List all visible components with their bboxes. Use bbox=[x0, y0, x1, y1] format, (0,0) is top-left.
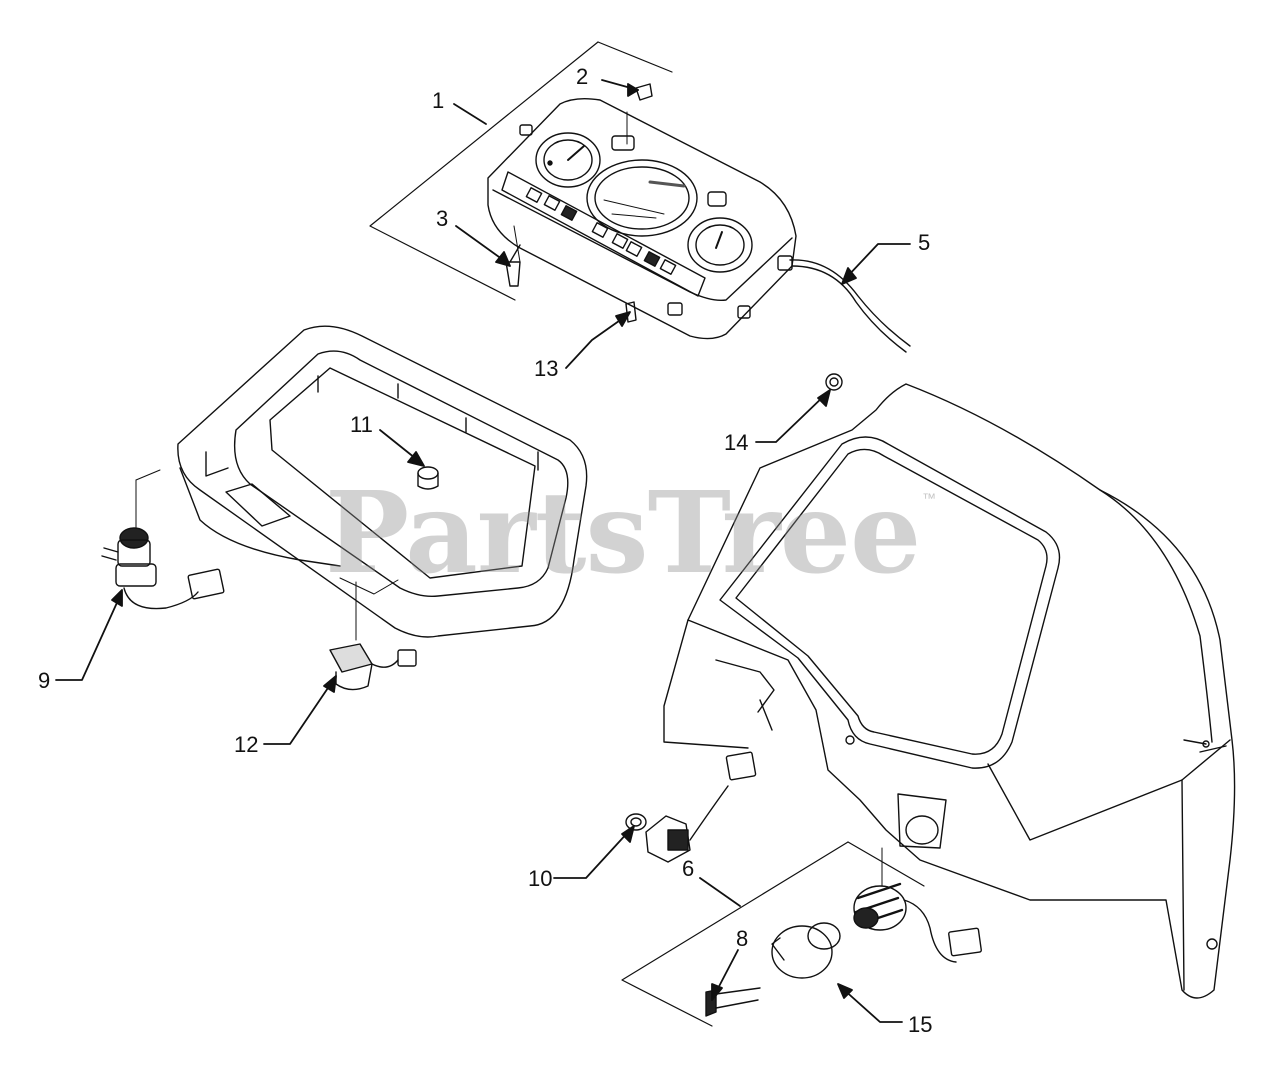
callout-14: 14 bbox=[724, 430, 749, 455]
callout-1: 1 bbox=[432, 88, 445, 113]
dash-panel-bezel bbox=[101, 325, 588, 691]
callout-6: 6 bbox=[682, 856, 695, 881]
callout-8: 8 bbox=[736, 926, 749, 951]
ignition-switch-kit bbox=[621, 841, 982, 1027]
callout-3: 3 bbox=[436, 206, 449, 231]
light-switch bbox=[625, 751, 757, 863]
callout-13: 13 bbox=[534, 356, 559, 381]
callout-12: 12 bbox=[234, 732, 259, 757]
callout-15: 15 bbox=[908, 1012, 933, 1037]
callout-leaders bbox=[55, 79, 911, 1023]
instrument-cluster bbox=[369, 41, 911, 353]
callout-9: 9 bbox=[38, 668, 51, 693]
callout-2: 2 bbox=[576, 64, 589, 89]
hood-panel bbox=[663, 373, 1236, 999]
callout-5: 5 bbox=[918, 230, 931, 255]
watermark-trademark: ™ bbox=[922, 490, 936, 506]
callout-11: 11 bbox=[350, 412, 373, 437]
callout-10: 10 bbox=[528, 866, 553, 891]
watermark: PartsTree bbox=[325, 468, 921, 599]
